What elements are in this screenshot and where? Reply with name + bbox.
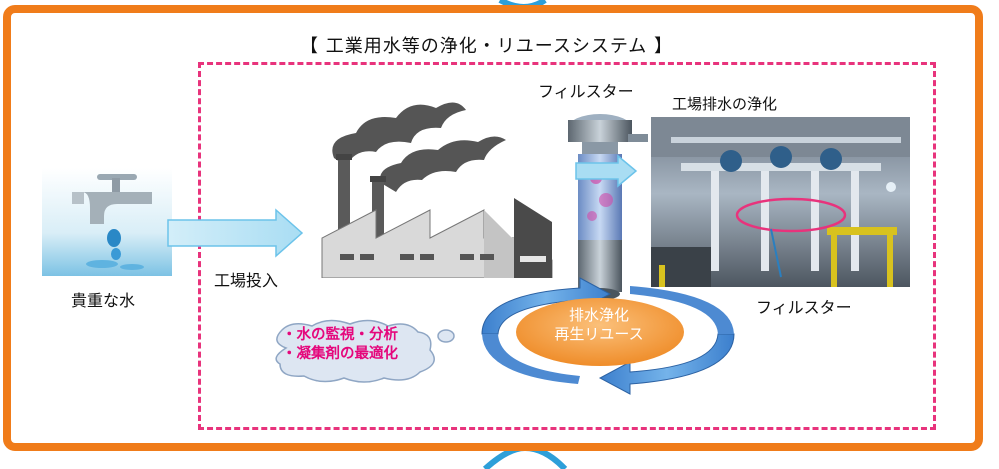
bubble-line-1: ・水の監視・分析: [282, 327, 398, 343]
wastewater-plant-photo: [651, 117, 910, 287]
filter-top-label: フィルスター: [538, 82, 634, 101]
bubble-line-2: ・凝集剤の最適化: [282, 346, 398, 362]
filter-to-plant-arrow: [575, 154, 638, 188]
wastewater-label: 工場排水の浄化: [672, 95, 778, 113]
cycle-line-2: 再生リユース: [554, 325, 644, 343]
water-label: 貴重な水: [71, 291, 136, 310]
bubble-text: ・水の監視・分析 ・凝集剤の最適化: [282, 326, 398, 364]
water-tap-icon: [42, 168, 172, 276]
recycle-cycle-arrows: [481, 277, 735, 395]
diagram-title: 【 工業用水等の浄化・リユースシステム 】: [300, 36, 674, 57]
cycle-line-1: 排水浄化: [568, 306, 629, 324]
cycle-center-label: 排水浄化 再生リユース: [516, 306, 682, 344]
input-flow-arrow: [167, 208, 304, 258]
filter-bottom-label: フィルスター: [756, 298, 852, 317]
bottom-connector-icon: [482, 448, 568, 469]
thought-bubble: [275, 319, 455, 383]
factory-icon: [321, 102, 553, 278]
factory-input-label: 工場投入: [214, 271, 279, 290]
